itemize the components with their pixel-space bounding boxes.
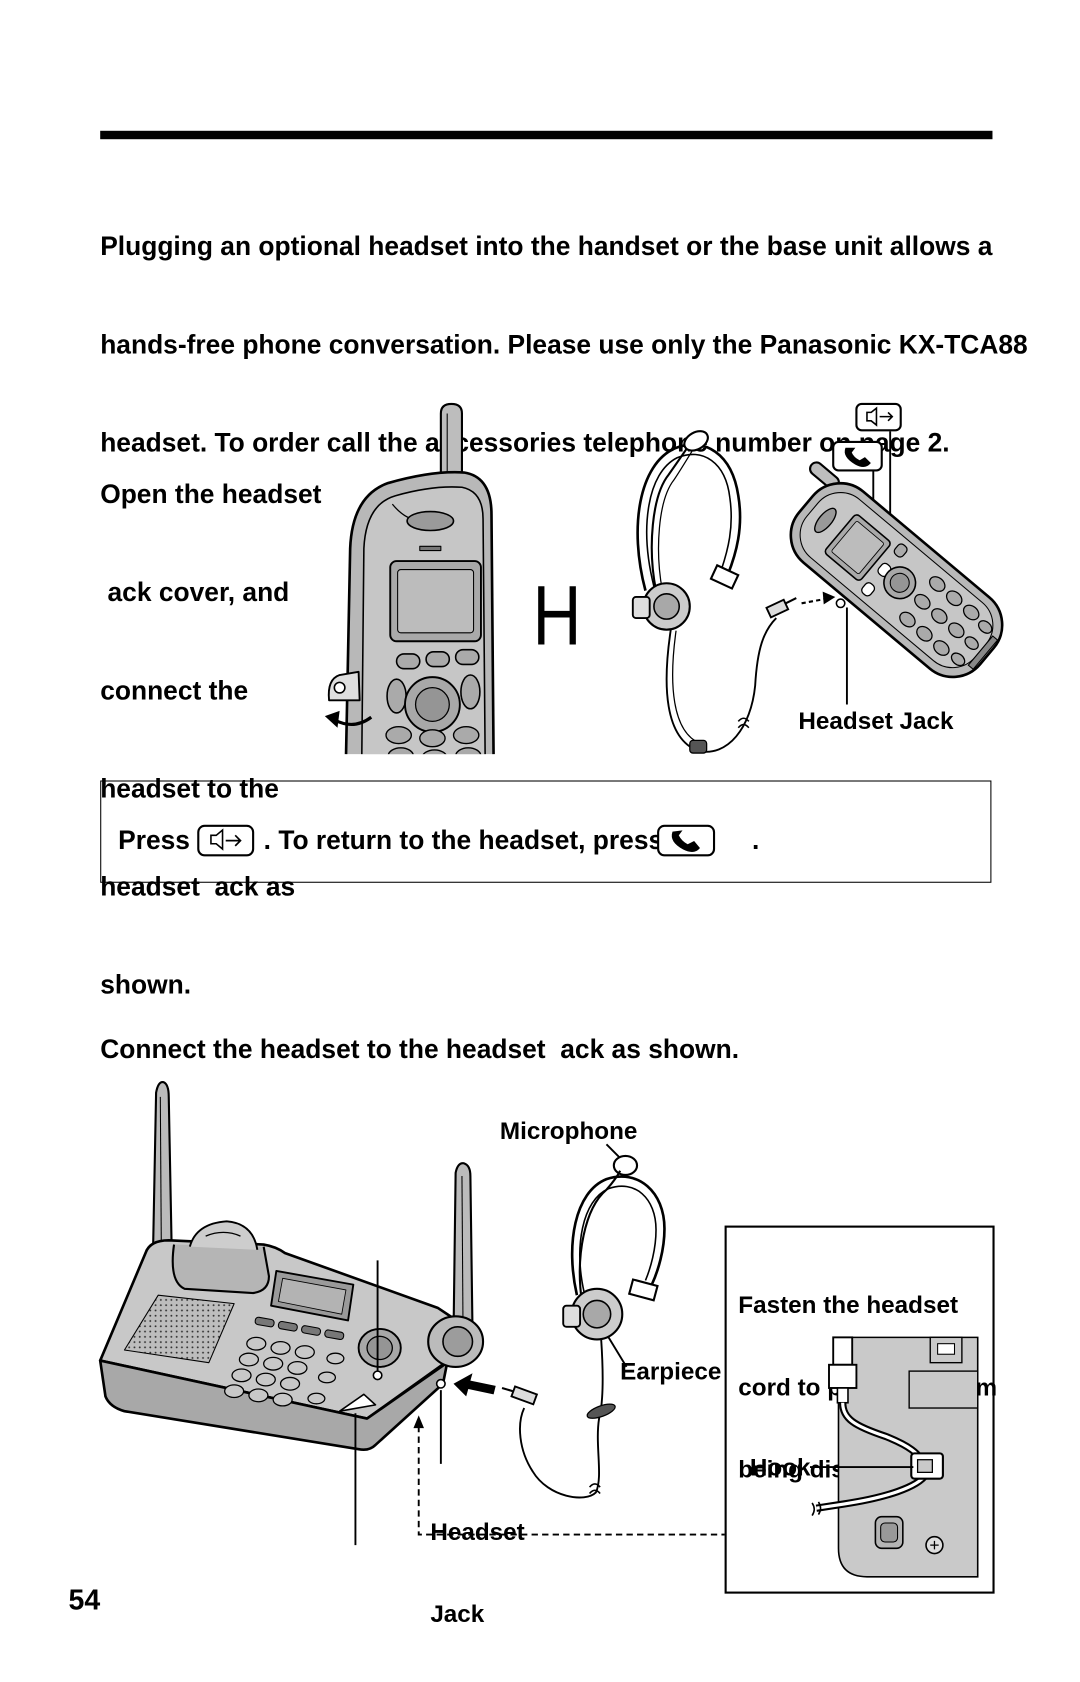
instruction-line: shown. bbox=[100, 970, 192, 1000]
jack-label-line: Jack bbox=[430, 1599, 485, 1628]
end-text: . bbox=[752, 825, 760, 856]
instruction-line: Open the headset bbox=[100, 479, 322, 510]
headset-jack-label: Headset Jack bbox=[798, 706, 954, 735]
header-rule bbox=[100, 130, 993, 140]
jack-label-line: Headset bbox=[430, 1517, 525, 1546]
earpiece-label: Earpiece bbox=[620, 1357, 722, 1385]
fasten-note-line: Fasten the headset bbox=[738, 1290, 959, 1319]
instruction-line: headset ack as bbox=[100, 872, 296, 902]
instruction-line: ack cover, and bbox=[100, 577, 290, 608]
intro-line: headset. To order call the accessories t… bbox=[100, 428, 950, 458]
base-headset-jack-label: Headset Jack bbox=[430, 1463, 524, 1682]
base-headset-illustration bbox=[453, 1143, 666, 1499]
microphone-label: Microphone bbox=[499, 1116, 638, 1145]
intro-paragraph: Plugging an optional headset into the ha… bbox=[100, 166, 1028, 526]
intro-line: hands-free phone conversation. Please us… bbox=[100, 330, 1028, 360]
fasten-note: Fasten the headset cord to prevent it fr… bbox=[738, 1236, 997, 1538]
base-instruction: Connect the headset to the headset ack a… bbox=[100, 1034, 740, 1065]
return-text: . To return to the headset, press bbox=[263, 825, 664, 856]
instruction-line: connect the bbox=[100, 676, 249, 706]
figure-letter: H bbox=[532, 568, 582, 663]
press-label: Press bbox=[118, 825, 190, 856]
handset-instructions: Open the headset ack cover, and connect … bbox=[100, 413, 321, 1067]
hook-label: Hook bbox=[749, 1453, 811, 1481]
base-unit-illustration bbox=[98, 1081, 485, 1452]
intro-line: Plugging an optional headset into the ha… bbox=[100, 232, 993, 262]
note-box: Press . To return to the headset, press … bbox=[100, 780, 992, 883]
fasten-note-box bbox=[724, 1225, 995, 1594]
instruction-line: headset to the bbox=[100, 774, 279, 804]
headset-jack bbox=[835, 598, 846, 609]
fasten-note-line: cord to prevent it from bbox=[738, 1373, 998, 1401]
page-number: 54 bbox=[68, 1584, 101, 1616]
